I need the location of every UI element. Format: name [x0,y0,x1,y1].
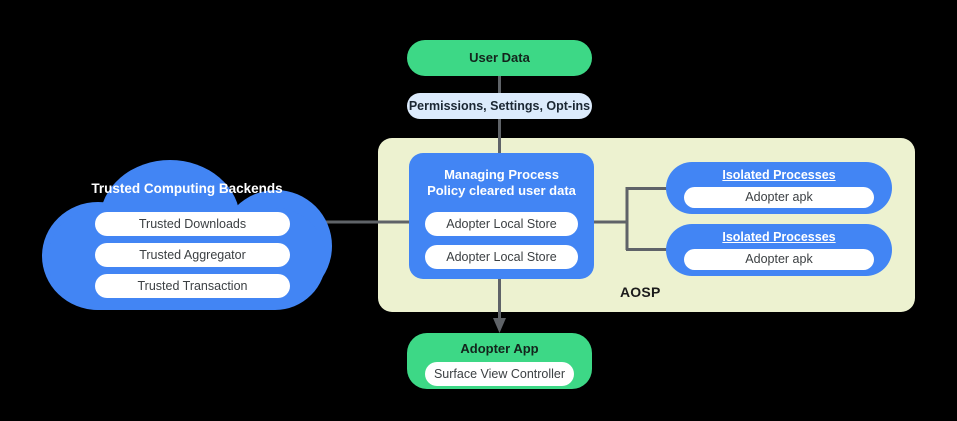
adopter-app-title: Adopter App [460,341,539,356]
cloud-item-list: Trusted Downloads Trusted Aggregator Tru… [95,212,290,298]
adopter-local-store-2[interactable]: Adopter Local Store [425,245,578,269]
managing-process-box[interactable]: Managing Process Policy cleared user dat… [409,153,594,279]
isolated-process-box-2[interactable]: Isolated Processes Adopter apk [666,224,892,276]
adopter-local-store-1[interactable]: Adopter Local Store [425,212,578,236]
cloud-item-trusted-downloads[interactable]: Trusted Downloads [95,212,290,236]
adopter-apk-2[interactable]: Adopter apk [684,249,874,270]
user-data-title: User Data [469,50,530,65]
aosp-label: AOSP [620,284,661,300]
isolated-process-title-1[interactable]: Isolated Processes [722,168,836,182]
adopter-app-box[interactable]: Adopter App Surface View Controller [407,333,592,389]
cloud-item-trusted-transaction[interactable]: Trusted Transaction [95,274,290,298]
cloud-title: Trusted Computing Backends [91,181,283,196]
user-data-box[interactable]: User Data [407,40,592,76]
isolated-process-box-1[interactable]: Isolated Processes Adopter apk [666,162,892,214]
cloud-item-trusted-aggregator[interactable]: Trusted Aggregator [95,243,290,267]
adopter-apk-1[interactable]: Adopter apk [684,187,874,208]
managing-process-title-line2: Policy cleared user data [427,183,576,198]
managing-process-title-line1: Managing Process [444,167,559,182]
surface-view-controller[interactable]: Surface View Controller [425,362,574,386]
permissions-settings-optins-pill[interactable]: Permissions, Settings, Opt-ins [407,93,592,119]
isolated-process-title-2[interactable]: Isolated Processes [722,230,836,244]
